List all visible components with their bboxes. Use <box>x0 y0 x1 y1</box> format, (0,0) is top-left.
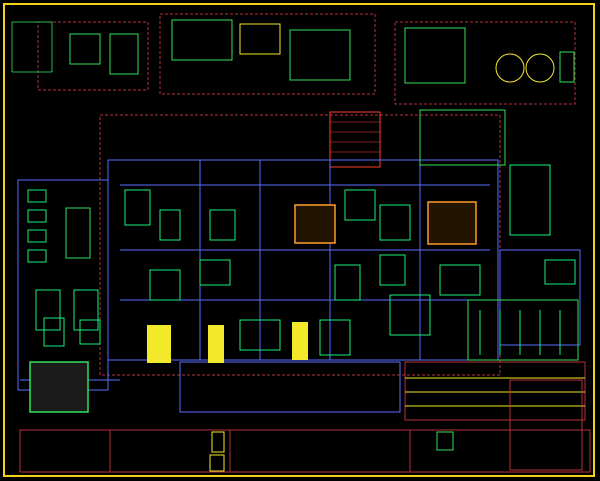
top-power-block <box>11 21 149 91</box>
left-component-column <box>27 189 101 347</box>
central-region <box>99 111 501 376</box>
top-right-block <box>394 21 576 105</box>
right-component-cluster <box>419 109 579 361</box>
mid-component-clusters <box>124 189 481 356</box>
title-block <box>19 361 591 473</box>
top-center-block <box>159 13 376 95</box>
main-ics <box>29 201 477 413</box>
sheet-border <box>3 3 595 477</box>
